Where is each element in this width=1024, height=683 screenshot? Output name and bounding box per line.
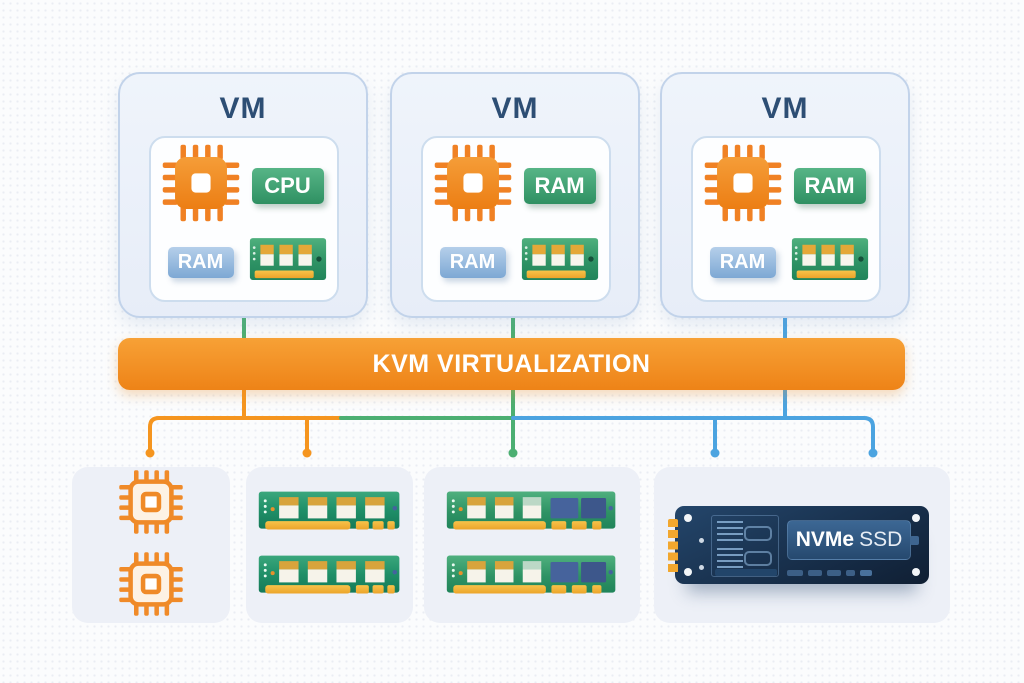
- ram-module-icon: [790, 233, 870, 292]
- vm-title: VM: [761, 92, 809, 125]
- hardware-box-ram-2: [424, 467, 640, 623]
- ssd-detail-bars: [787, 569, 909, 576]
- ram-module-icon: [248, 233, 328, 292]
- physical-ram-module-icon: [256, 550, 404, 605]
- vm-box-2: VM RAM RAM: [390, 72, 640, 318]
- vm-title: VM: [219, 92, 267, 125]
- ssd-screw-icon: [912, 568, 920, 576]
- hardware-box-cpus: [72, 467, 230, 623]
- vm-inner-panel: CPU RAM: [149, 136, 339, 302]
- vm-inner-panel: RAM RAM: [691, 136, 881, 302]
- ssd-connector-fingers-icon: [668, 519, 678, 573]
- ssd-circuit-panel: [711, 515, 779, 577]
- ssd-chip-outline: [744, 551, 772, 566]
- vm-title: VM: [491, 92, 539, 125]
- ssd-screw-icon: [684, 568, 692, 576]
- resource-badge: CPU: [251, 167, 324, 204]
- ssd-label: NVMe SSD: [787, 520, 911, 560]
- physical-ram-module-icon: [444, 550, 620, 605]
- cpu-chip-icon: [432, 142, 514, 229]
- ssd-dot: [699, 538, 704, 543]
- ram-badge: RAM: [709, 247, 776, 278]
- hardware-box-ssd: NVMe SSD: [654, 467, 950, 623]
- cpu-chip-icon: [702, 142, 784, 229]
- ram-badge: RAM: [439, 247, 506, 278]
- ssd-screw-icon: [912, 514, 920, 522]
- physical-cpu-chip-icon: [117, 550, 185, 623]
- physical-ram-module-icon: [256, 486, 404, 541]
- ssd-dot: [699, 565, 704, 570]
- ssd-detail-bar: [715, 569, 777, 576]
- physical-ram-module-icon: [444, 486, 620, 541]
- ssd-label-ssd: SSD: [859, 528, 903, 551]
- ssd-chip-outline: [744, 526, 772, 541]
- ssd-label-nvme: NVMe: [795, 528, 855, 551]
- vm-box-1: VM CPU RAM: [118, 72, 368, 318]
- ssd-circuit-lines: [717, 521, 743, 542]
- kvm-virtualization-banner: KVM VIRTUALIZATION: [118, 338, 905, 390]
- ssd-circuit-lines: [717, 548, 743, 571]
- ssd-screw-icon: [684, 514, 692, 522]
- vm-box-3: VM RAM RAM: [660, 72, 910, 318]
- nvme-ssd-icon: NVMe SSD: [668, 506, 929, 584]
- ram-badge: RAM: [167, 247, 234, 278]
- vm-inner-panel: RAM RAM: [421, 136, 611, 302]
- resource-badge: RAM: [793, 167, 866, 204]
- cpu-chip-icon: [160, 142, 242, 229]
- connector-endpoint-dots: [145, 448, 878, 458]
- orange-connectors: [148, 388, 343, 452]
- physical-cpu-chip-icon: [117, 468, 185, 541]
- hardware-box-ram-1: [246, 467, 413, 623]
- ssd-button-detail: [910, 536, 919, 545]
- ram-module-icon: [520, 233, 600, 292]
- banner-label: KVM VIRTUALIZATION: [372, 349, 651, 378]
- resource-badge: RAM: [523, 167, 596, 204]
